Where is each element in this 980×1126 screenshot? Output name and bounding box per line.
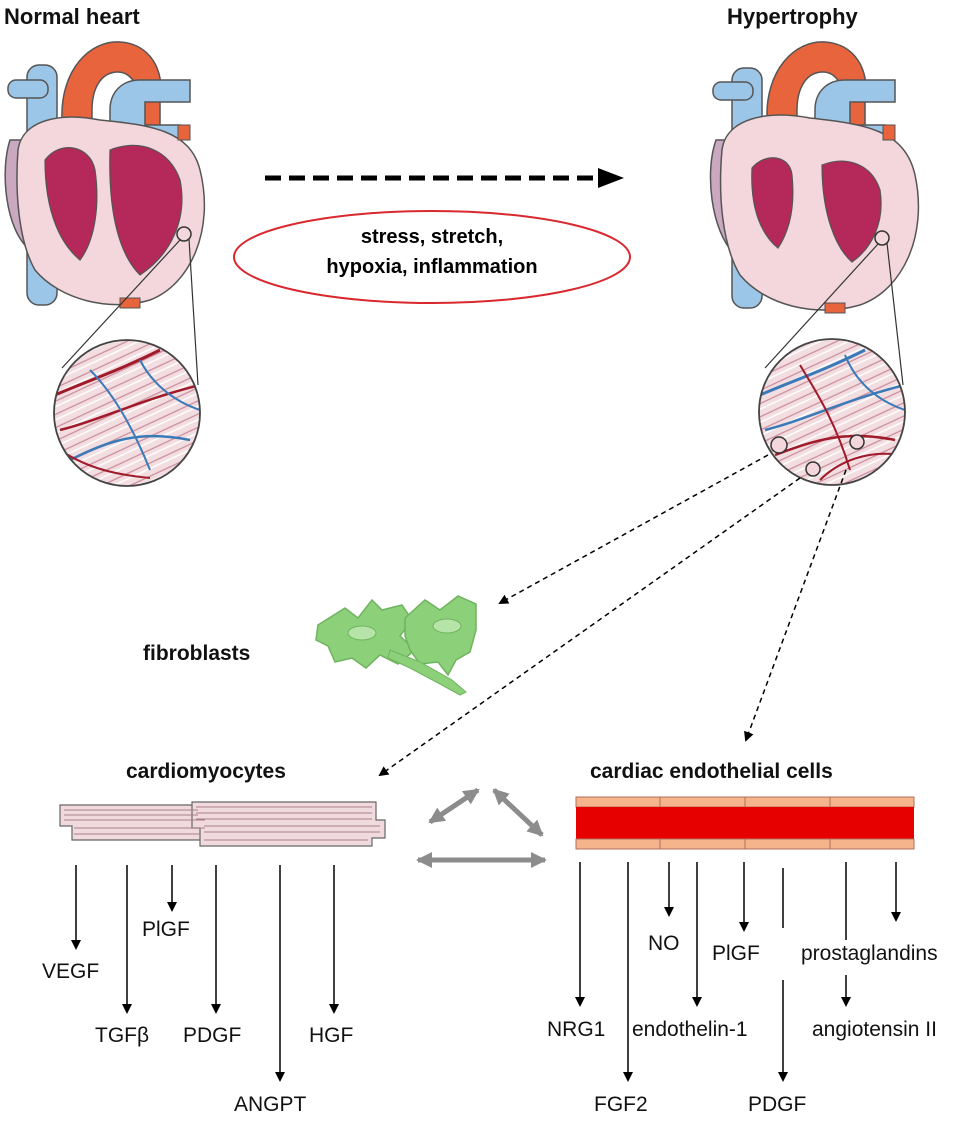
factor-plgf-cardiomyocyte: PlGF — [142, 918, 190, 941]
cardiomyocyte-secretion-arrows — [71, 865, 339, 1082]
factor-angpt: ANGPT — [234, 1093, 307, 1116]
stimuli-label: stress, stretch, hypoxia, inflammation — [232, 222, 632, 282]
fibroblasts-illustration — [315, 595, 477, 696]
factor-vegf: VEGF — [42, 960, 100, 983]
endothelial-secretion-arrows — [575, 862, 901, 1082]
factor-hgf: HGF — [309, 1024, 354, 1047]
factor-fgf2: FGF2 — [594, 1093, 648, 1116]
stimuli-line-2: hypoxia, inflammation — [326, 256, 538, 278]
cell-interaction-arrows — [416, 787, 547, 868]
factor-nrg1: NRG1 — [547, 1018, 606, 1041]
cardiomyocytes-label: cardiomyocytes — [126, 760, 286, 783]
factor-plgf-endothelial: PlGF — [712, 942, 760, 965]
hypertrophy-heart-illustration — [709, 41, 920, 486]
factor-prostaglandins: prostaglandins — [801, 942, 938, 965]
factor-endothelin-1: endothelin-1 — [632, 1018, 748, 1041]
endothelial-vessel-illustration — [575, 796, 915, 850]
normal-heart-title: Normal heart — [4, 4, 140, 29]
factor-no: NO — [648, 932, 680, 955]
arrow-to-cardiomyocytes — [378, 477, 801, 777]
fibroblasts-label: fibroblasts — [143, 642, 251, 665]
factor-angiotensin-ii: angiotensin II — [812, 1018, 937, 1041]
cardiomyocytes-illustration — [59, 801, 386, 847]
stimuli-oval — [233, 210, 631, 304]
factor-pdgf-cardiomyocyte: PDGF — [183, 1024, 242, 1047]
arrow-to-fibroblasts — [498, 454, 769, 604]
factor-tgfb: TGFβ — [95, 1024, 150, 1047]
endothelial-cells-label: cardiac endothelial cells — [590, 760, 833, 783]
factor-pdgf-endothelial: PDGF — [748, 1093, 807, 1116]
arrow-to-endothelial — [744, 469, 847, 742]
normal-heart-illustration — [4, 41, 206, 487]
stimuli-line-1: stress, stretch, — [360, 226, 504, 248]
hypertrophy-title: Hypertrophy — [727, 4, 858, 29]
